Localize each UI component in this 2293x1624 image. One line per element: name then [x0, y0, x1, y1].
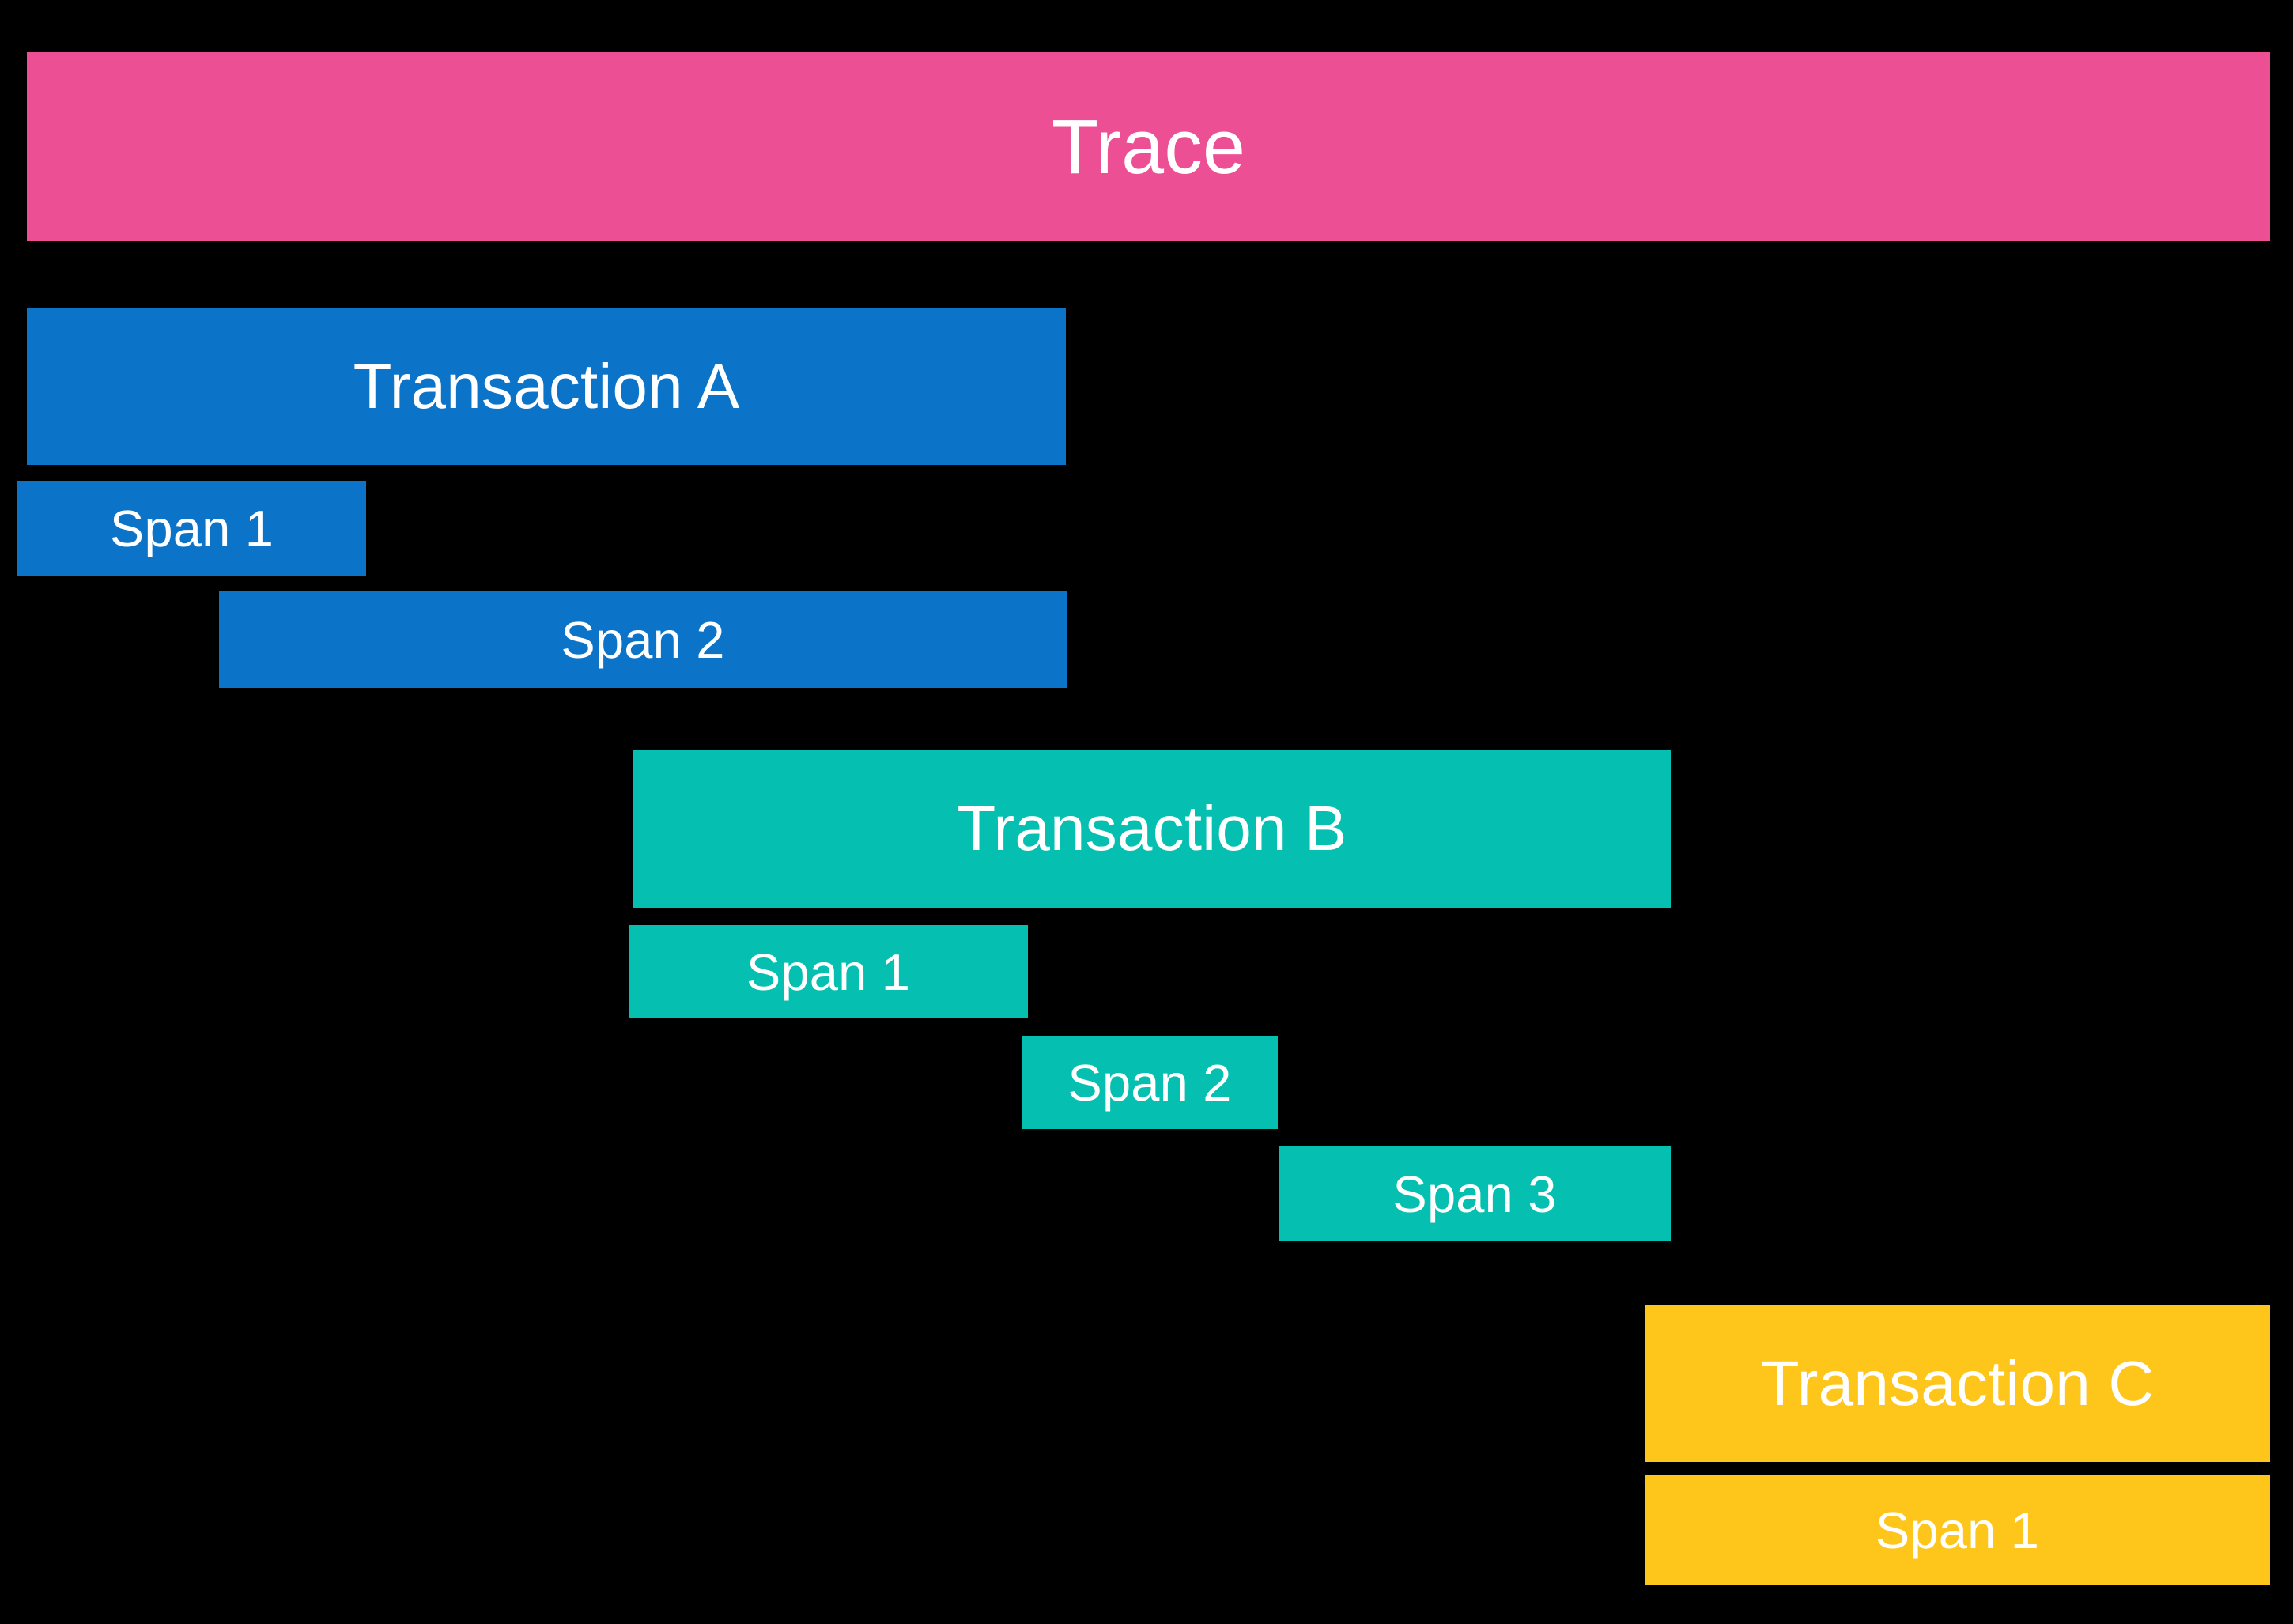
transaction-a-span-1-label: Span 1 [109, 500, 274, 557]
transaction-c-span-1-bar: Span 1 [1645, 1475, 2270, 1585]
transaction-b-bar: Transaction B [633, 750, 1671, 908]
transaction-a-span-2-label: Span 2 [561, 610, 725, 669]
trace-bar-label: Trace [1051, 104, 1246, 190]
transaction-b-span-3-bar: Span 3 [1279, 1146, 1671, 1241]
transaction-b-span-3-label: Span 3 [1392, 1165, 1557, 1223]
transaction-b-label: Transaction B [957, 793, 1347, 863]
transaction-a-span-1-bar: Span 1 [17, 481, 366, 576]
transaction-a-bar: Transaction A [27, 308, 1066, 465]
transaction-a-span-2-bar: Span 2 [219, 591, 1067, 688]
transaction-c-span-1-label: Span 1 [1875, 1501, 2040, 1559]
trace-bar: Trace [27, 52, 2270, 241]
transaction-b-span-1-label: Span 1 [746, 942, 911, 1001]
transaction-b-span-2-label: Span 2 [1067, 1053, 1232, 1112]
transaction-b-span-1-bar: Span 1 [629, 925, 1028, 1018]
transaction-c-label: Transaction C [1760, 1348, 2155, 1418]
transaction-c-bar: Transaction C [1645, 1305, 2270, 1462]
transaction-b-span-2-bar: Span 2 [1022, 1036, 1278, 1129]
transaction-a-label: Transaction A [353, 350, 740, 421]
